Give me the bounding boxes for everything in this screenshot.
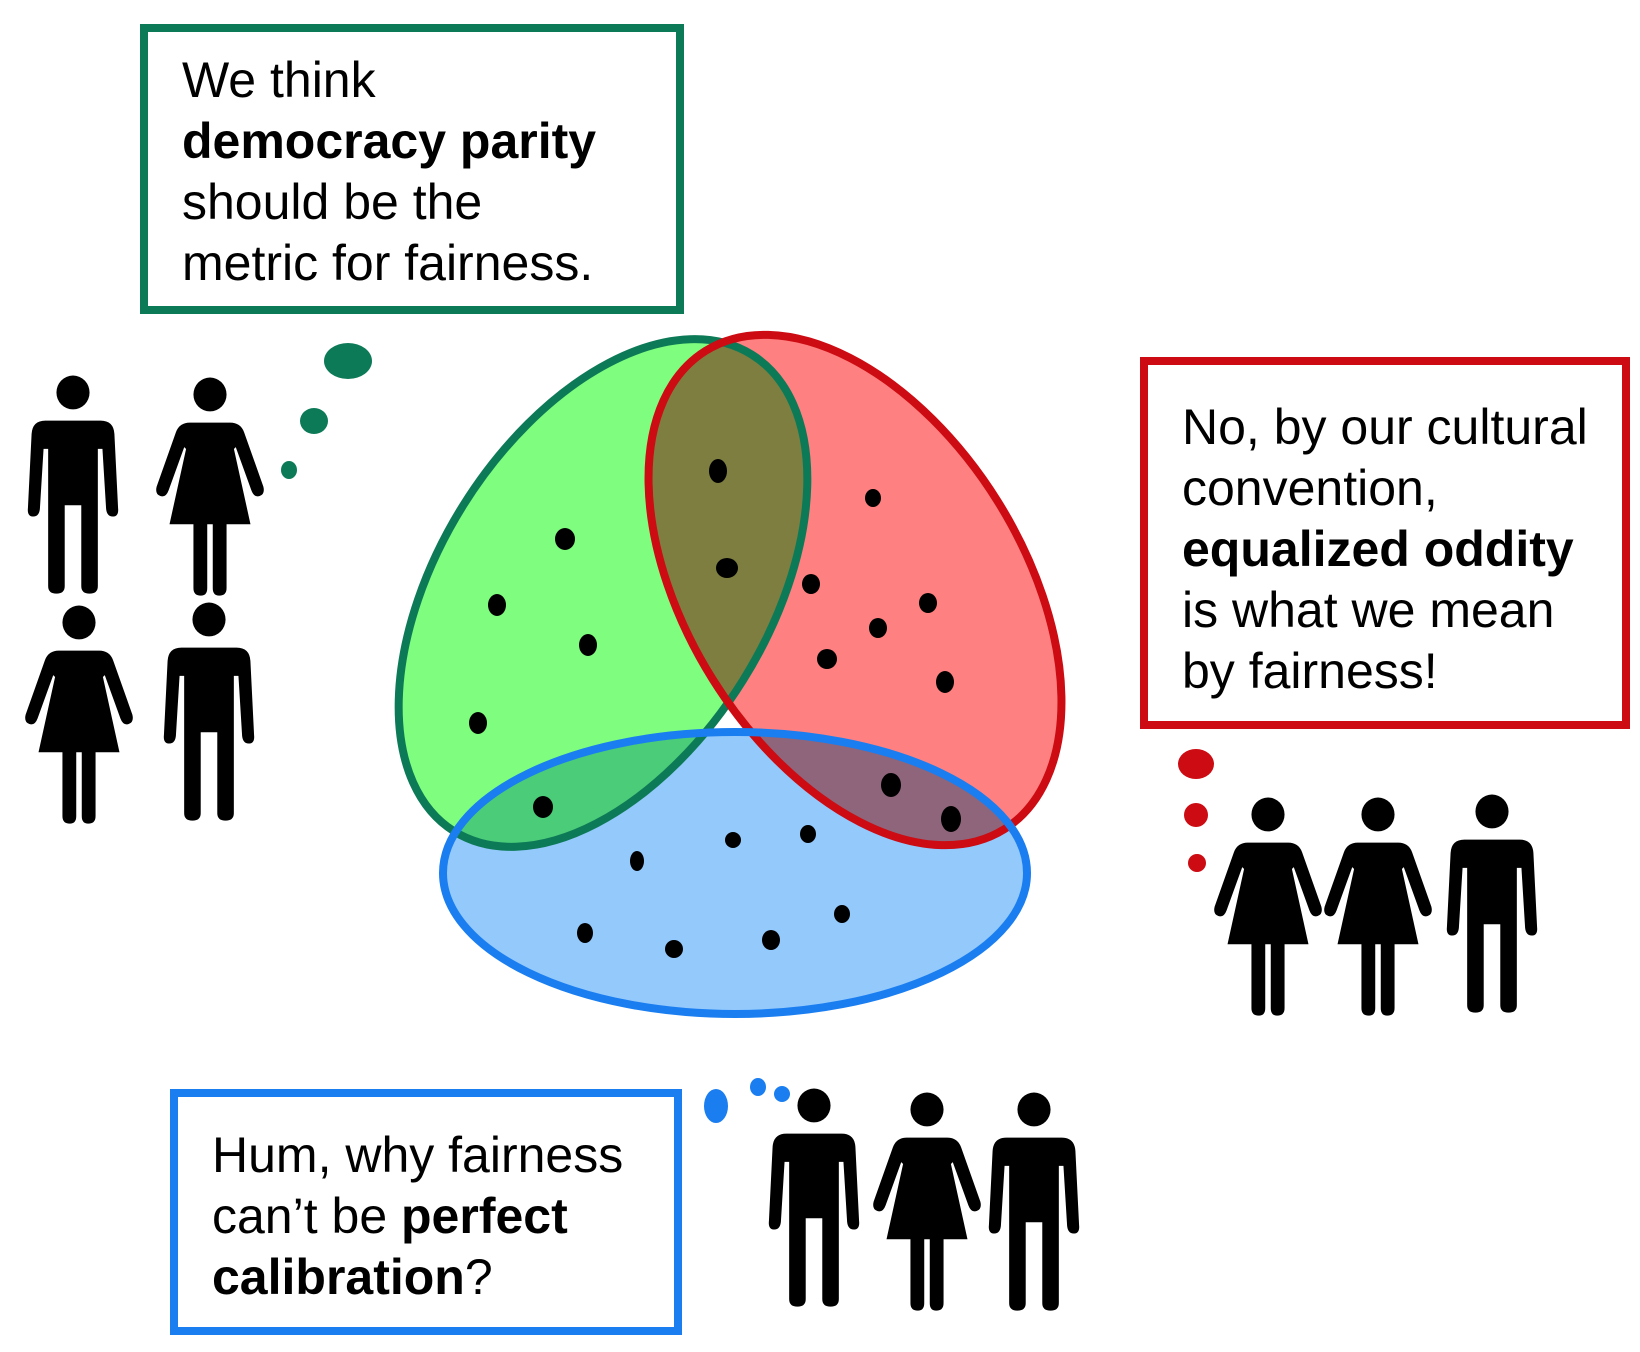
woman-icon xyxy=(156,377,264,596)
blue-bold-term-1: perfect xyxy=(401,1188,568,1244)
blue-suffix: ? xyxy=(464,1249,493,1305)
data-point xyxy=(865,489,881,507)
data-point xyxy=(919,593,937,613)
woman-icon xyxy=(25,605,133,824)
data-point xyxy=(577,923,593,943)
blue-line-2-prefix: can’t be xyxy=(212,1188,402,1244)
blue-set-outline xyxy=(439,728,1031,1018)
man-icon xyxy=(163,602,255,821)
red-thought-dots xyxy=(1178,749,1214,872)
data-point xyxy=(936,671,954,693)
data-point xyxy=(802,574,820,594)
green-bold-term: democracy parity xyxy=(182,113,597,169)
woman-icon xyxy=(873,1092,981,1311)
data-point xyxy=(869,618,887,638)
red-line-1: No, by our cultural xyxy=(1182,399,1588,455)
red-group xyxy=(1214,794,1538,1016)
red-line-5: by fairness! xyxy=(1182,643,1438,699)
woman-icon xyxy=(1214,797,1322,1016)
data-point xyxy=(469,712,487,734)
green-line-1: We think xyxy=(182,52,376,108)
data-point xyxy=(579,634,597,656)
data-point xyxy=(817,649,837,669)
red-line-2: convention, xyxy=(1182,460,1438,516)
data-points xyxy=(469,459,961,958)
red-speech-box: No, by our cultural convention, equalize… xyxy=(1140,357,1630,729)
green-line-4: metric for fairness. xyxy=(182,235,594,291)
red-set-outline xyxy=(644,330,1066,850)
blue-thought-dots xyxy=(704,1078,790,1123)
blue-group xyxy=(768,1088,1080,1311)
man-icon xyxy=(27,375,119,594)
woman-icon xyxy=(1324,797,1432,1016)
data-point xyxy=(555,528,575,550)
green-thought-dots xyxy=(281,343,372,479)
data-point xyxy=(834,905,850,923)
data-point xyxy=(725,832,741,848)
man-icon xyxy=(768,1088,860,1307)
green-speech-box: We think democracy parity should be the … xyxy=(140,24,684,314)
blue-speech-box: Hum, why fairness can’t be perfect calib… xyxy=(170,1089,682,1335)
man-icon xyxy=(988,1092,1080,1311)
blue-line-1: Hum, why fairness xyxy=(212,1127,624,1183)
green-line-3: should be the xyxy=(182,174,483,230)
data-point xyxy=(716,558,738,578)
data-point xyxy=(630,851,644,871)
data-point xyxy=(709,459,727,483)
data-point xyxy=(665,940,683,958)
red-line-4: is what we mean xyxy=(1182,582,1555,638)
data-point xyxy=(881,773,901,797)
data-point xyxy=(488,594,506,616)
blue-bold-term-2: calibration xyxy=(212,1249,465,1305)
man-icon xyxy=(1446,794,1538,1013)
red-bold-term: equalized oddity xyxy=(1182,521,1574,577)
data-point xyxy=(533,796,553,818)
green-group xyxy=(25,375,264,824)
data-point xyxy=(800,825,816,843)
data-point xyxy=(941,806,961,832)
data-point xyxy=(762,930,780,950)
